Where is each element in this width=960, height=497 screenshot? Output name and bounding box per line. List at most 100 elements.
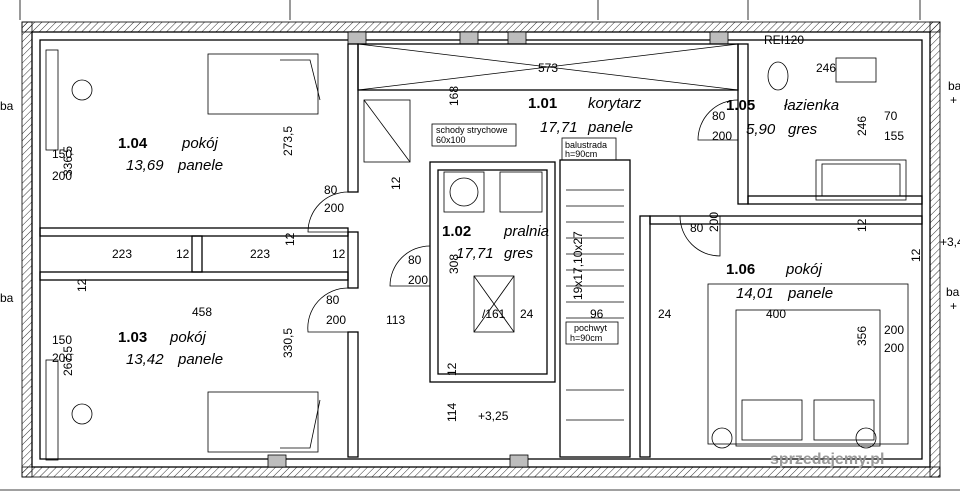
svg-text:12: 12 — [283, 232, 297, 246]
svg-text:200: 200 — [52, 169, 72, 183]
svg-text:113: 113 — [386, 313, 405, 327]
svg-text:/161: /161 — [482, 307, 506, 321]
room-104-label: 1.04 pokój 13,69 panele — [118, 135, 223, 174]
room-103-label: 1.03 pokój 13,42 panele — [118, 329, 223, 368]
svg-text:60x100: 60x100 — [436, 135, 466, 145]
svg-text:200: 200 — [884, 341, 904, 355]
svg-text:1.05: 1.05 — [726, 97, 755, 114]
svg-text:ba: ba — [946, 285, 960, 299]
svg-text:łazienka: łazienka — [784, 97, 839, 114]
svg-text:150: 150 — [52, 333, 72, 347]
svg-text:13,42: 13,42 — [126, 351, 164, 368]
svg-text:155: 155 — [884, 129, 904, 143]
svg-text:pokój: pokój — [169, 329, 207, 346]
svg-text:330,5: 330,5 — [281, 328, 295, 358]
room-102-label: 1.02 pralnia 17,71 gres — [442, 223, 549, 262]
svg-text:200: 200 — [884, 323, 904, 337]
room-101-label: 1.01 korytarz 17,71 panele — [528, 95, 642, 136]
svg-text:308: 308 — [447, 254, 461, 274]
svg-text:14,01: 14,01 — [736, 285, 774, 302]
svg-text:267,5: 267,5 — [61, 346, 75, 376]
svg-text:70: 70 — [884, 109, 898, 123]
svg-text:200: 200 — [52, 351, 72, 365]
svg-text:96: 96 — [590, 307, 604, 321]
svg-text:12: 12 — [332, 247, 346, 261]
svg-text:gres: gres — [504, 245, 534, 262]
svg-text:h=90cm: h=90cm — [570, 333, 602, 343]
svg-text:pralnia: pralnia — [503, 223, 549, 240]
svg-text:13,69: 13,69 — [126, 157, 164, 174]
svg-text:ba: ba — [948, 79, 960, 93]
svg-text:12: 12 — [445, 362, 459, 376]
svg-text:12: 12 — [389, 176, 403, 190]
svg-text:balustrada: balustrada — [565, 140, 607, 150]
room-106-label: 1.06 pokój 14,01 panele — [726, 261, 833, 302]
svg-text:pokój: pokój — [181, 135, 219, 152]
svg-text:150: 150 — [52, 147, 72, 161]
svg-text:REI120: REI120 — [764, 33, 804, 47]
svg-text:200: 200 — [326, 313, 346, 327]
svg-text:24: 24 — [520, 307, 534, 321]
svg-text:pokój: pokój — [785, 261, 823, 278]
svg-text:1.03: 1.03 — [118, 329, 147, 346]
svg-text:80: 80 — [712, 109, 726, 123]
exterior-walls — [21, 21, 941, 478]
columns — [267, 31, 729, 468]
svg-text:5,90: 5,90 — [746, 121, 776, 138]
svg-text:80: 80 — [324, 183, 338, 197]
svg-text:200: 200 — [712, 129, 732, 143]
svg-text:+: + — [950, 299, 957, 313]
svg-text:ba: ba — [0, 291, 14, 305]
svg-text:200: 200 — [707, 212, 721, 232]
svg-text:80: 80 — [326, 293, 340, 307]
svg-text:17,71: 17,71 — [456, 245, 494, 262]
svg-text:h=90cm: h=90cm — [565, 149, 597, 159]
svg-text:12: 12 — [75, 278, 89, 292]
svg-text:80: 80 — [690, 221, 704, 235]
svg-text:panele: panele — [177, 157, 223, 174]
furniture — [45, 49, 909, 461]
svg-text:573: 573 — [538, 61, 558, 75]
doors — [280, 59, 739, 449]
svg-text:12: 12 — [176, 247, 190, 261]
svg-text:gres: gres — [788, 121, 818, 138]
svg-text:168: 168 — [447, 86, 461, 106]
svg-text:1.06: 1.06 — [726, 261, 755, 278]
svg-text:273,5: 273,5 — [281, 126, 295, 156]
svg-text:223: 223 — [250, 247, 270, 261]
svg-text:+3,4: +3,4 — [940, 235, 960, 249]
svg-text:+3,25: +3,25 — [478, 409, 509, 423]
svg-text:1.02: 1.02 — [442, 223, 471, 240]
svg-text:200: 200 — [324, 201, 344, 215]
svg-text:17,71: 17,71 — [540, 119, 578, 136]
svg-text:114: 114 — [445, 403, 459, 422]
svg-text:pochwyt: pochwyt — [574, 323, 608, 333]
svg-text:panele: panele — [587, 119, 633, 136]
svg-text:246: 246 — [816, 61, 836, 75]
svg-text:200: 200 — [408, 273, 428, 287]
svg-text:panele: panele — [177, 351, 223, 368]
annotations: REI120 schody strychowe 60x100 balustrad… — [0, 33, 960, 468]
svg-text:19x17,10x27: 19x17,10x27 — [571, 231, 585, 300]
svg-text:336,5: 336,5 — [61, 146, 75, 176]
svg-text:schody strychowe: schody strychowe — [436, 125, 508, 135]
svg-text:400: 400 — [766, 307, 786, 321]
svg-text:panele: panele — [787, 285, 833, 302]
svg-text:24: 24 — [658, 307, 672, 321]
svg-text:458: 458 — [192, 305, 212, 319]
svg-text:+: + — [950, 93, 957, 107]
svg-text:1.04: 1.04 — [118, 135, 148, 152]
svg-text:12: 12 — [909, 248, 923, 262]
svg-text:246: 246 — [855, 116, 869, 136]
svg-text:korytarz: korytarz — [588, 95, 642, 112]
svg-text:80: 80 — [408, 253, 422, 267]
svg-text:sprzedajemy.pl: sprzedajemy.pl — [770, 451, 884, 468]
room-105-label: 1.05 łazienka 5,90 gres — [726, 97, 839, 138]
svg-text:1.01: 1.01 — [528, 95, 557, 112]
svg-text:223: 223 — [112, 247, 132, 261]
svg-text:356: 356 — [855, 326, 869, 346]
svg-text:12: 12 — [855, 218, 869, 232]
svg-text:ba: ba — [0, 99, 14, 113]
